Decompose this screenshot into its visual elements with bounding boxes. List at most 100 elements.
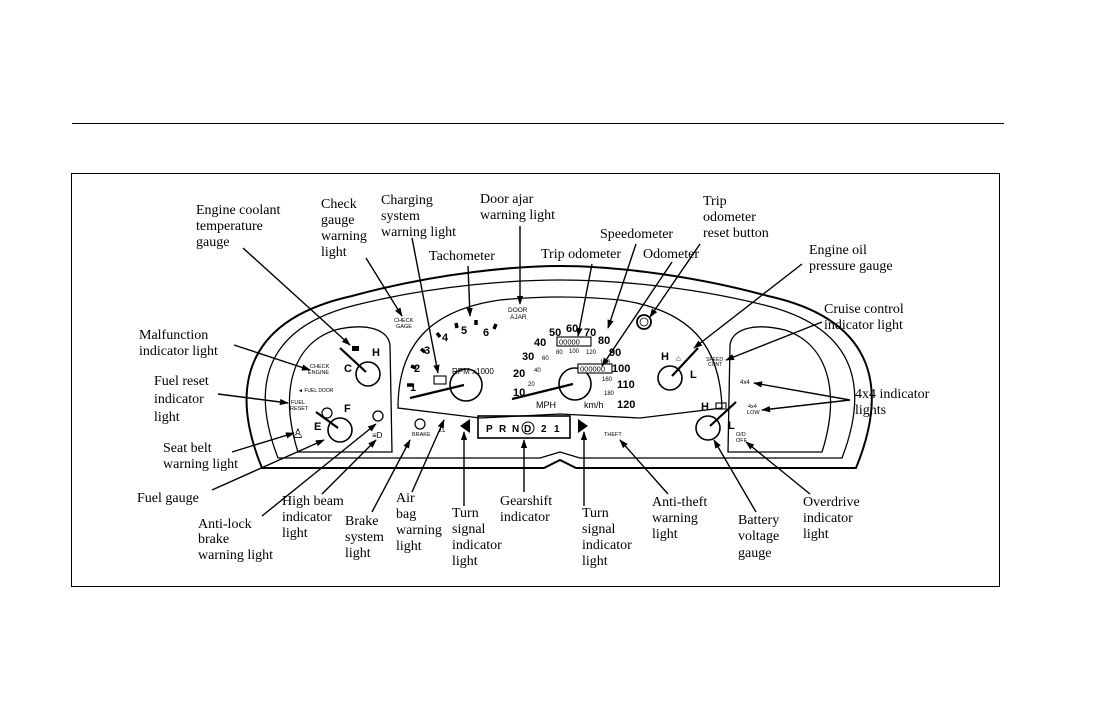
label-four-by-four-lights: 4x4 indicator lights — [855, 387, 933, 418]
arrow-cruise-control — [725, 321, 823, 361]
kmh-number-100: 100 — [569, 349, 580, 355]
label-overdrive-light: Overdrive indicator light — [803, 495, 863, 542]
check-engine-text: CHECK ENGINE — [308, 364, 331, 376]
cluster-housing — [245, 264, 873, 469]
label-door-ajar-light: Door ajar warning light — [480, 192, 555, 223]
mph-number-100: 100 — [612, 363, 630, 375]
label-odometer: Odometer — [643, 247, 699, 262]
arrow-four-by-four-bottom — [761, 399, 851, 413]
arrow-anti-lock — [261, 423, 377, 517]
gear-n: N — [512, 424, 519, 435]
coolant-icon — [352, 346, 359, 351]
label-speedometer: Speedometer — [600, 227, 673, 242]
door-ajar-text: DOOR AJAR — [508, 307, 529, 321]
oil-low-mark: L — [690, 369, 697, 381]
arrow-engine-coolant — [242, 247, 351, 346]
label-engine-coolant-gauge: Engine coolant temperature gauge — [196, 203, 284, 250]
gearshift-window — [477, 415, 571, 439]
arrow-check-gauge — [365, 257, 403, 317]
mph-number-20: 20 — [513, 368, 525, 380]
arrow-seat-belt — [231, 432, 295, 453]
label-tachometer: Tachometer — [429, 249, 495, 264]
kmh-number-40: 40 — [534, 368, 541, 374]
kmh-number-160: 160 — [602, 377, 613, 383]
mph-number-10: 10 — [513, 387, 525, 399]
rpm-label: RPM x1000 — [452, 367, 494, 376]
oil-can-icon: ⌂ — [676, 354, 681, 363]
label-gearshift-indicator: Gearshift indicator — [500, 494, 556, 525]
high-beam-icon: ≡D — [372, 431, 383, 440]
temp-cold-mark: C — [344, 363, 352, 375]
arrow-engine-oil — [693, 263, 803, 349]
mph-number-50: 50 — [549, 327, 561, 339]
turn-signal-right-icon — [578, 419, 588, 433]
kmh-number-80: 80 — [556, 350, 563, 356]
fuel-door-text: ◄ FUEL DOOR — [298, 388, 334, 394]
arrow-speedometer — [607, 243, 637, 329]
label-turn-signal-left: Turn signal indicator light — [452, 506, 505, 569]
kmh-number-60: 60 — [542, 356, 549, 362]
label-anti-lock-brake-light: Anti-lock brake warning light — [198, 517, 273, 563]
arrow-charging-system — [411, 237, 440, 374]
tach-number-3: 3 — [424, 345, 430, 357]
odometer-digits: 000000 — [580, 365, 605, 374]
arrow-anti-theft — [619, 439, 669, 495]
mph-number-80: 80 — [598, 335, 610, 347]
label-engine-oil-gauge: Engine oil pressure gauge — [809, 243, 893, 274]
mph-number-60: 60 — [566, 323, 578, 335]
seat-belt-icon: ♙ — [292, 426, 304, 441]
mph-label: MPH — [536, 400, 556, 410]
four-by-four-text: 4x4 — [740, 380, 750, 386]
arrow-tachometer — [466, 265, 473, 317]
cluster-outer-bezel — [245, 264, 873, 469]
label-trip-odometer: Trip odometer — [541, 247, 621, 262]
brake-text: BRAKE — [412, 432, 431, 438]
tach-number-6: 6 — [483, 327, 489, 339]
mph-number-120: 120 — [617, 399, 635, 411]
mph-number-70: 70 — [584, 327, 596, 339]
oil-high-mark: H — [661, 351, 669, 363]
turn-signal-left-icon — [460, 419, 470, 433]
tach-number-2: 2 — [414, 363, 420, 375]
right-gauge-pod — [727, 326, 832, 453]
label-trip-reset-button: Trip odometer reset button — [703, 194, 769, 241]
arrow-fuel-reset — [217, 393, 289, 406]
oil-pressure-gauge: H L ⌂ — [657, 347, 699, 391]
gearshift-indicator: P R N D 2 1 — [486, 421, 560, 435]
fuel-pump-icon — [321, 407, 333, 419]
arrow-battery — [713, 439, 757, 513]
center-gauge-pod — [397, 296, 723, 419]
arrow-air-bag — [411, 419, 445, 493]
gear-d: D — [524, 424, 531, 435]
trip-odometer-display — [556, 336, 592, 347]
speedometer: 10 20 30 40 50 60 70 80 90 100 110 120 2… — [511, 323, 635, 411]
label-seat-belt-light: Seat belt warning light — [163, 441, 238, 472]
tach-number-5: 5 — [461, 325, 467, 337]
trip-reset-button[interactable] — [636, 314, 652, 330]
callout-arrows — [211, 226, 851, 517]
kmh-number-120: 120 — [586, 350, 597, 356]
tachometer: 1 2 3 4 5 6 RPM x1000 — [407, 320, 498, 402]
fuel-gauge: F E — [314, 403, 353, 443]
kmh-number-20: 20 — [528, 382, 535, 388]
label-anti-theft-light: Anti-theft warning light — [652, 495, 711, 542]
arrow-brake-system — [371, 439, 411, 513]
left-gauge-pod — [288, 326, 393, 453]
arrow-four-by-four-top — [753, 381, 851, 401]
cluster-inner-bezel — [264, 279, 856, 459]
arrow-trip-reset — [649, 243, 701, 318]
battery-voltage-gauge: H L — [695, 401, 737, 441]
four-by-four-low-text: 4x4 LOW — [747, 404, 760, 416]
kmh-label: km/h — [584, 400, 604, 410]
tach-number-4: 4 — [442, 332, 449, 344]
label-air-bag-light: Air bag warning light — [396, 491, 445, 554]
label-turn-signal-right: Turn signal indicator light — [582, 506, 635, 569]
temperature-gauge: H C — [339, 346, 381, 387]
label-brake-system-light: Brake system light — [345, 514, 387, 561]
label-fuel-reset-light: Fuel reset indicator light — [154, 374, 212, 425]
odometer-display — [577, 363, 613, 374]
gear-2: 2 — [541, 424, 547, 435]
arrow-overdrive — [745, 441, 811, 495]
trip-odometer-digits: 00000 — [559, 338, 580, 347]
